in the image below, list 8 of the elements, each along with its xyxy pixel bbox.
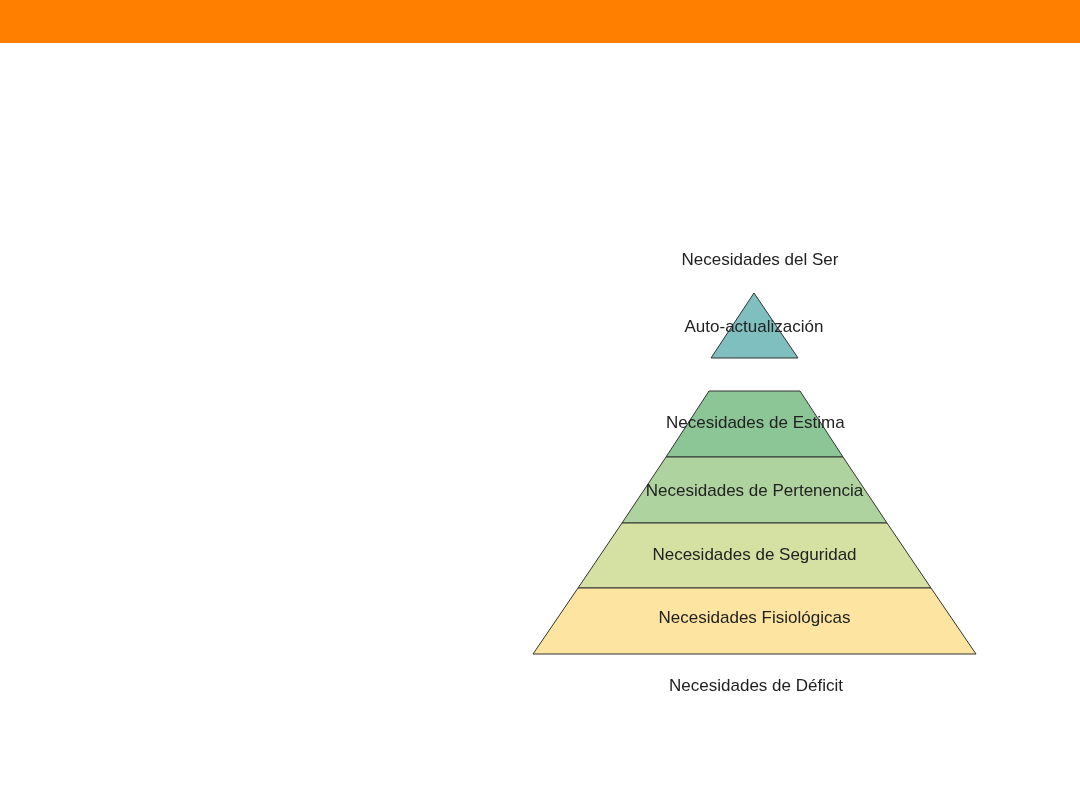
category-label: Necesidades del Ser [681,250,839,270]
pyramid-level [533,588,976,654]
level-label: Necesidades de Seguridad [651,545,858,565]
category-label: Necesidades de Déficit [669,676,843,696]
level-label: Necesidades de Pertenencia [644,481,865,501]
level-label: Necesidades Fisiológicas [657,608,852,628]
pyramid-level [622,457,887,523]
pyramid-level [578,523,931,588]
